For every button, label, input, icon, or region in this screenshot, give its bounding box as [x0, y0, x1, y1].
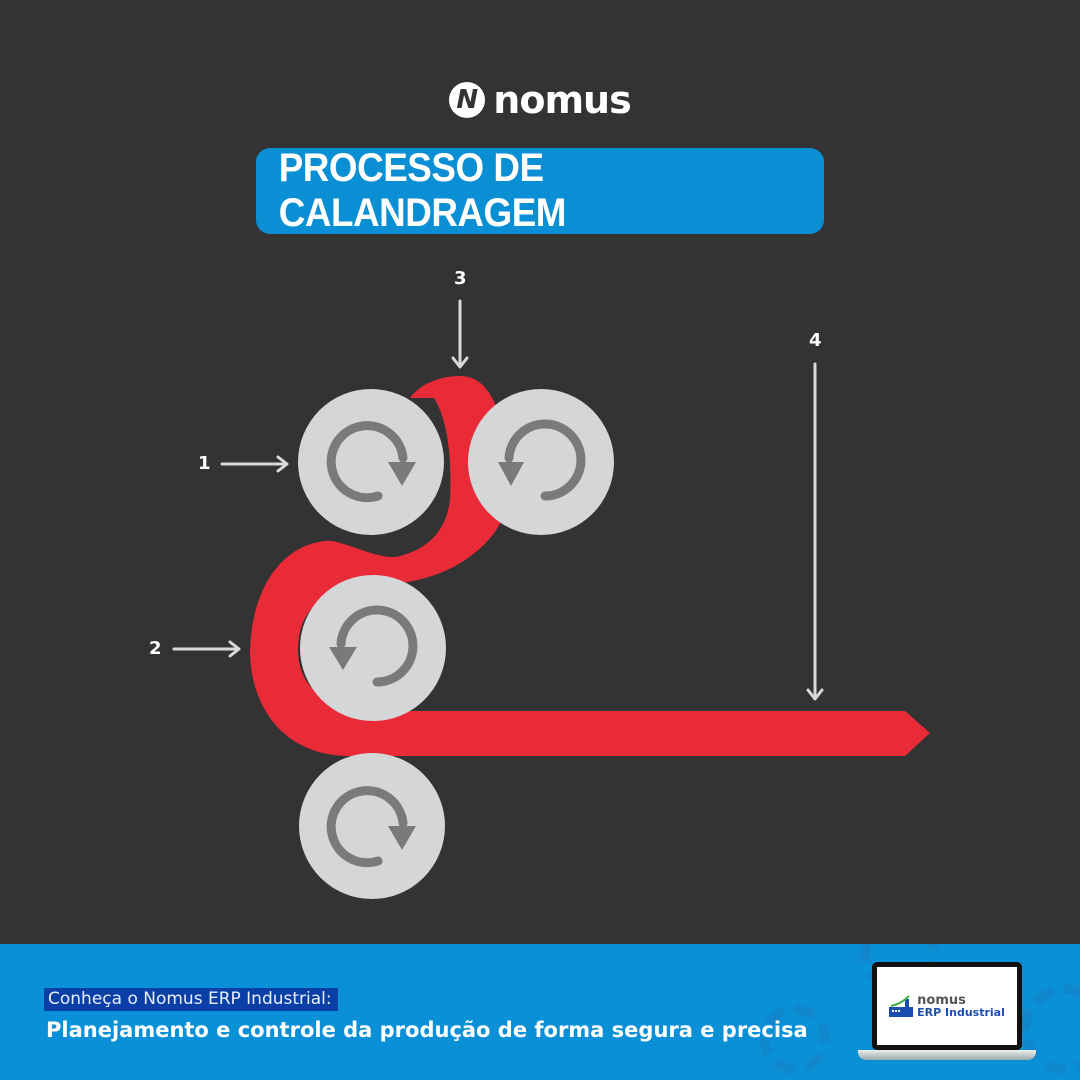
nomus-logo: N nomus [0, 78, 1080, 122]
calendering-diagram [172, 299, 930, 899]
label-3: 3 [454, 268, 467, 289]
label-2: 2 [149, 638, 162, 659]
clockwise-icon [326, 786, 416, 868]
counterclockwise-icon [498, 419, 586, 501]
gear-decoration-icon [1020, 984, 1080, 1074]
roller-bottom [299, 753, 445, 899]
erp-brand: nomus [917, 993, 966, 1008]
erp-product: ERP Industrial [917, 1006, 1005, 1019]
material-band [250, 376, 930, 756]
arrow-1-icon [220, 455, 289, 473]
page-title: PROCESSO DE CALANDRAGEM [278, 146, 567, 235]
title-banner: PROCESSO DE CALANDRAGEM [256, 146, 824, 235]
roller-top-left [298, 389, 444, 535]
arrow-2-icon [172, 640, 241, 658]
laptop-illustration: nomus ERP Industrial [858, 962, 1036, 1068]
arrow-4-icon [806, 362, 824, 701]
footer-kicker: Conheça o Nomus ERP Industrial: [44, 988, 338, 1011]
roller-top-right [468, 389, 614, 535]
nomus-logo-mark-icon: N [449, 82, 486, 118]
factory-chart-icon [889, 995, 914, 1017]
label-1: 1 [198, 453, 211, 474]
footer-headline: Planejamento e controle da produção de f… [46, 1018, 808, 1042]
counterclockwise-icon [329, 605, 418, 687]
roller-middle [300, 575, 446, 721]
brand-name: nomus [493, 78, 631, 122]
clockwise-icon [326, 421, 416, 503]
label-4: 4 [809, 330, 822, 351]
gear-decoration-icon [760, 1004, 830, 1074]
arrow-3-icon [451, 299, 469, 369]
footer-banner: Conheça o Nomus ERP Industrial: Planejam… [0, 944, 1080, 1080]
